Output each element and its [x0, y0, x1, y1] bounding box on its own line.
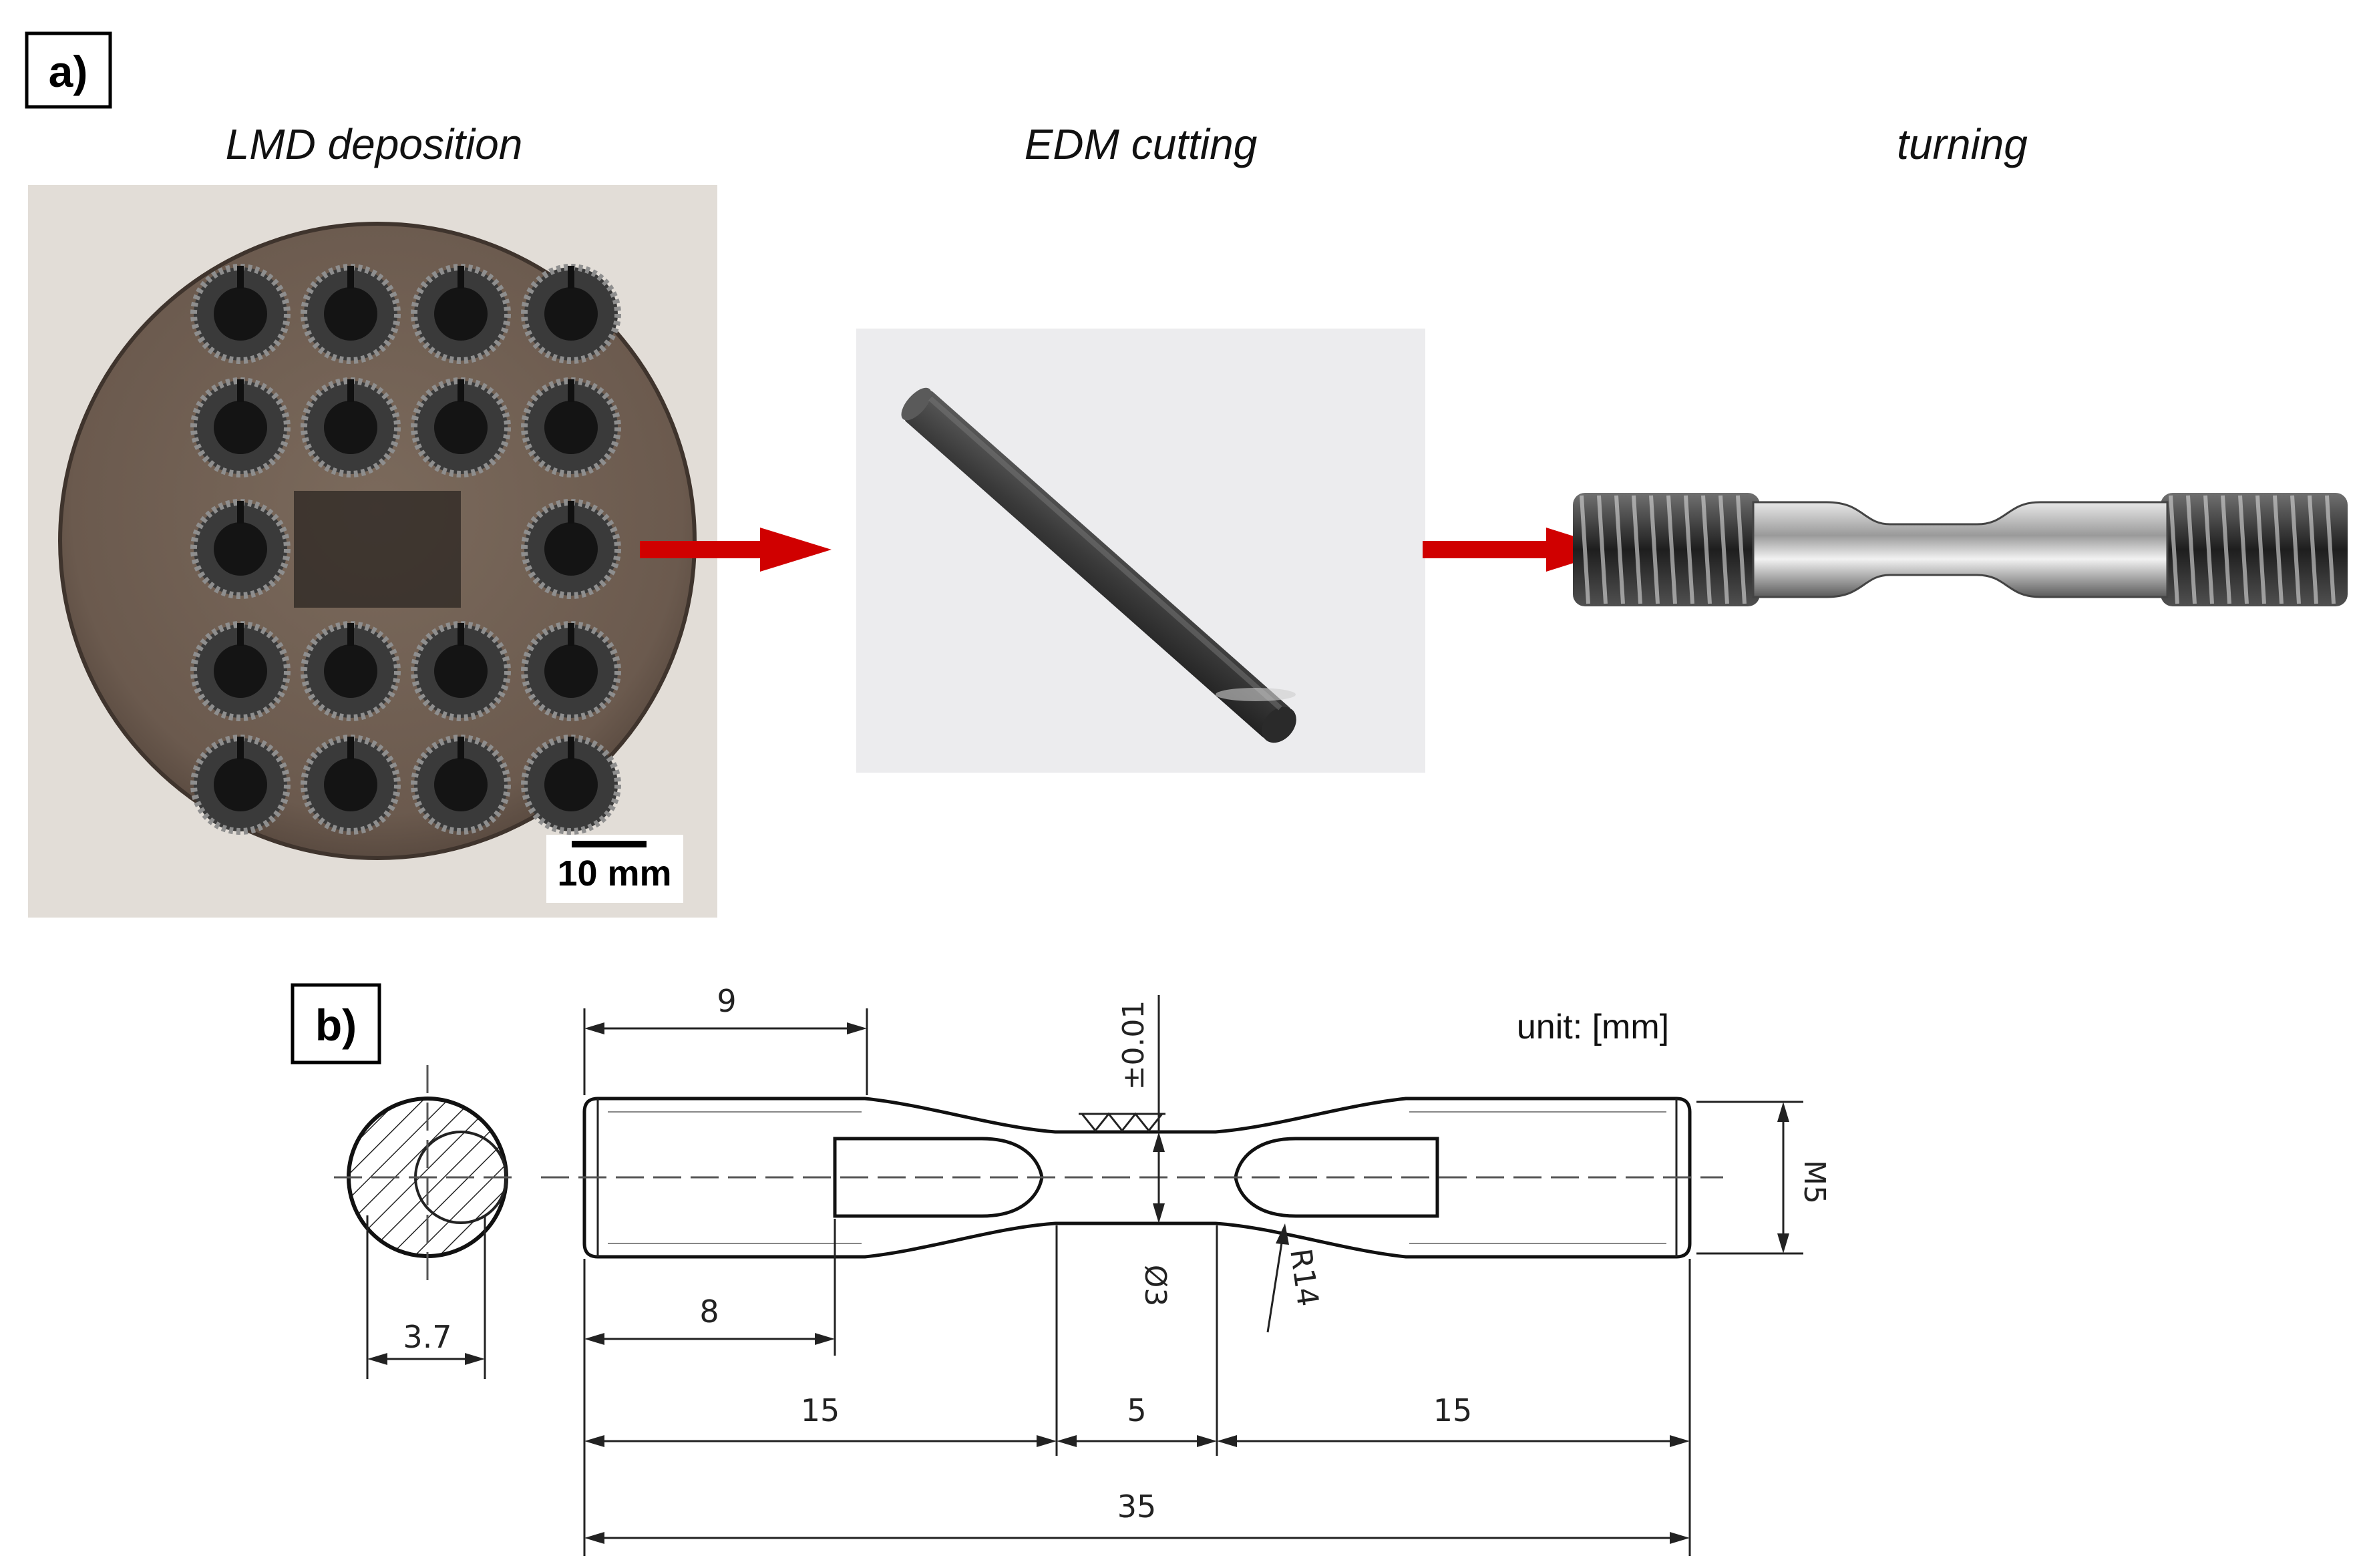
deposited-tube	[411, 377, 511, 477]
unit-label: unit: [mm]	[1517, 1008, 1669, 1046]
deposited-tube	[411, 735, 511, 835]
turned-specimen-photo	[1573, 493, 2348, 606]
deposited-tube	[301, 621, 401, 721]
deposited-tube	[521, 735, 621, 835]
dim-15-left: 15	[801, 1392, 840, 1428]
diameter-3-label: Ø3	[1138, 1265, 1172, 1307]
panel-a-label: a)	[49, 47, 88, 96]
tolerance-label: ±0.01	[1117, 1000, 1151, 1091]
dim-9: 9	[717, 983, 736, 1019]
edm-rod-photo	[856, 329, 1425, 773]
lmd-deposition-photo: 10 mm	[28, 185, 717, 918]
dim-5: 5	[1127, 1392, 1146, 1428]
dim-8: 8	[699, 1294, 719, 1330]
surface-finish-mark	[1081, 1112, 1163, 1133]
step-title-lmd: LMD deposition	[226, 120, 523, 168]
deposited-tube	[521, 621, 621, 721]
process-arrow-1	[640, 528, 832, 572]
panel-a: a) LMD deposition EDM cutting turning 10…	[25, 31, 2348, 918]
turned-gauge-section	[1752, 501, 2169, 598]
deposited-tube	[190, 735, 291, 835]
deposited-tube	[521, 499, 621, 599]
deposited-tube	[301, 264, 401, 364]
deposited-tube	[521, 264, 621, 364]
radius-14-label: R14	[1283, 1247, 1325, 1309]
dim-15-right: 15	[1433, 1392, 1473, 1428]
deposited-tube	[190, 377, 291, 477]
dim-35: 35	[1117, 1489, 1157, 1525]
scale-bar-label: 10 mm	[557, 853, 671, 894]
step-title-edm: EDM cutting	[1025, 120, 1258, 168]
panel-b: b) unit: [mm] 3.7	[291, 983, 1831, 1556]
specimen-drawing	[541, 1097, 1723, 1259]
panel-b-label-box	[291, 983, 381, 1064]
deposited-tube	[190, 621, 291, 721]
dimension-lines: 9 8 15 5 15 35	[583, 983, 1831, 1556]
deposited-tube	[411, 264, 511, 364]
thread-m5-label: M5	[1797, 1160, 1831, 1204]
deposited-tubes	[190, 264, 621, 835]
cross-section-view: 3.7	[334, 1065, 521, 1379]
edm-rod	[904, 391, 1291, 739]
deposited-tube	[411, 621, 511, 721]
panel-a-label-box	[25, 31, 112, 109]
dim-3-7: 3.7	[403, 1319, 451, 1355]
plate-center-residue	[294, 491, 461, 608]
step-title-turning: turning	[1897, 120, 2028, 168]
deposited-tube	[301, 735, 401, 835]
deposited-tube	[301, 377, 401, 477]
deposited-tube	[521, 377, 621, 477]
panel-b-label: b)	[315, 1000, 357, 1050]
deposited-tube	[190, 499, 291, 599]
deposited-tube	[190, 264, 291, 364]
